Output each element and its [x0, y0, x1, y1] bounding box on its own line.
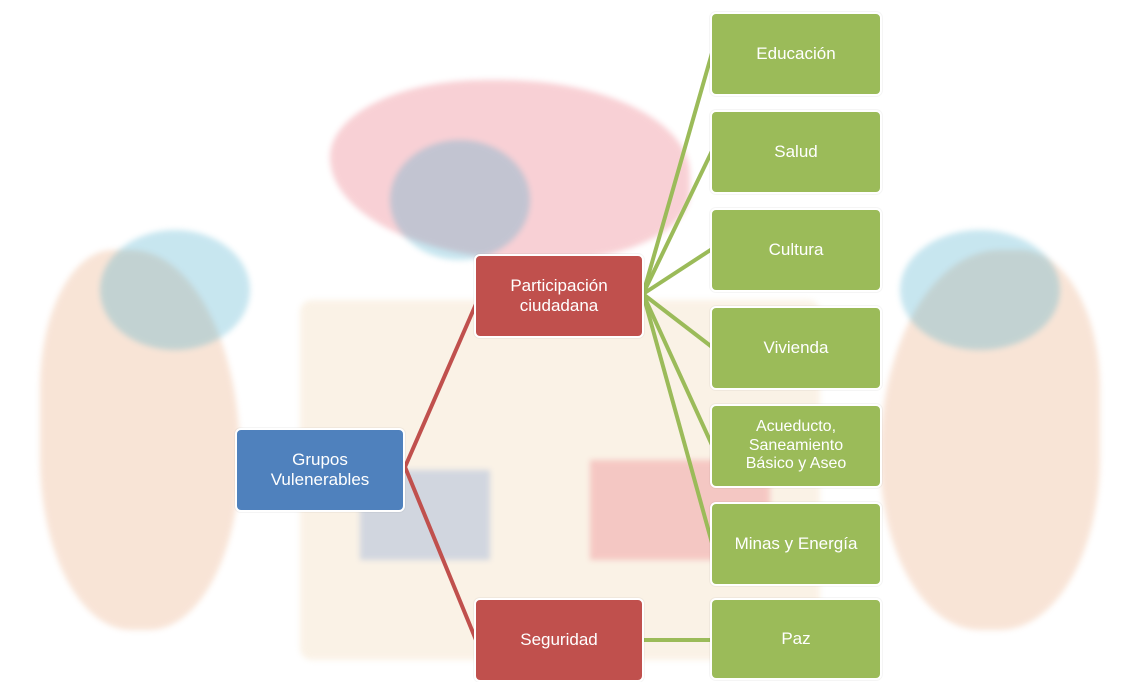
- node-label: Minas y Energía: [734, 533, 858, 553]
- connector-root-seguridad: [403, 466, 478, 641]
- watermark-shape-right: [880, 250, 1100, 630]
- connector-participacion-acueducto: [641, 293, 714, 446]
- watermark-shape-left: [40, 250, 240, 630]
- watermark-shape-right-blue: [900, 230, 1060, 350]
- node-label: Cultura: [768, 239, 824, 259]
- node-label: Participación ciudadana: [510, 275, 608, 315]
- node-seguridad: Seguridad: [474, 598, 644, 682]
- connector-participacion-salud: [641, 150, 714, 295]
- node-acueducto: Acueducto, Saneamiento Básico y Aseo: [710, 404, 882, 488]
- node-salud: Salud: [710, 110, 882, 194]
- watermark-shape-top: [330, 80, 690, 260]
- node-label: Vivienda: [763, 337, 829, 357]
- node-participacion-ciudadana: Participación ciudadana: [474, 254, 644, 338]
- node-label: Educación: [756, 43, 836, 63]
- node-cultura: Cultura: [710, 208, 882, 292]
- node-vivienda: Vivienda: [710, 306, 882, 390]
- connector-root-participacion: [403, 303, 478, 468]
- watermark-shape-top-blue: [390, 140, 530, 260]
- node-grupos-vulenerables: Grupos Vulenerables: [235, 428, 405, 512]
- connector-participacion-educacion: [641, 52, 714, 295]
- node-label: Seguridad: [520, 629, 598, 649]
- node-educacion: Educación: [710, 12, 882, 96]
- node-label: Salud: [774, 141, 818, 161]
- watermark-shape-left-blue: [100, 230, 250, 350]
- node-paz: Paz: [710, 598, 882, 680]
- connector-participacion-minas: [641, 293, 714, 544]
- connector-participacion-vivienda: [641, 292, 714, 349]
- node-label: Acueducto, Saneamiento Básico y Aseo: [745, 418, 847, 473]
- node-minas-y-energia: Minas y Energía: [710, 502, 882, 586]
- node-label: Grupos Vulenerables: [270, 449, 370, 489]
- connector-participacion-cultura: [641, 247, 714, 296]
- node-label: Paz: [781, 628, 811, 648]
